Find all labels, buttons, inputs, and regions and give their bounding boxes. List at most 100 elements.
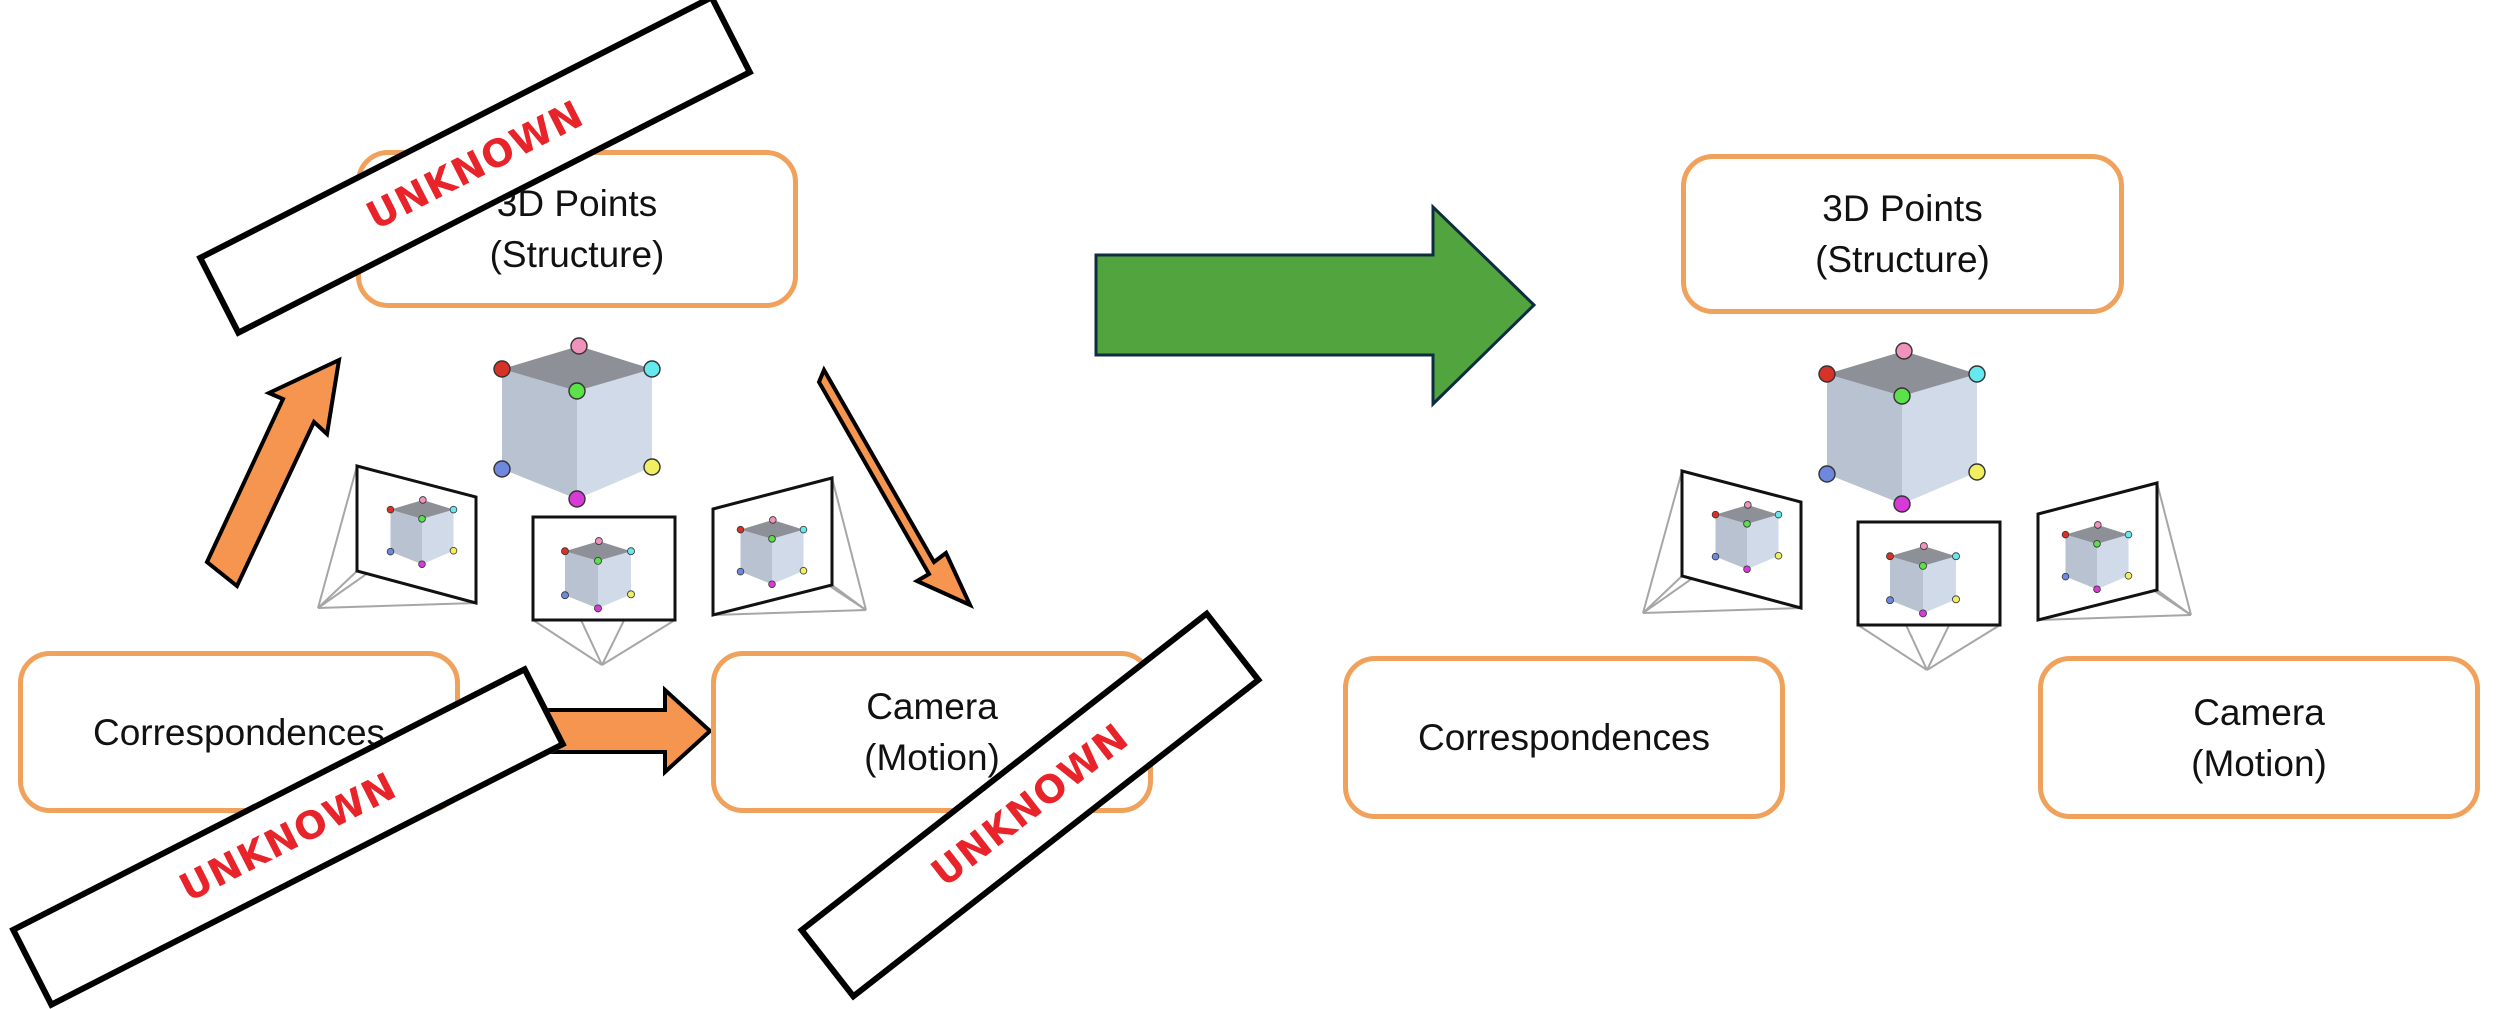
cube-left-face: [565, 551, 598, 609]
camera-layer: [317, 464, 2192, 671]
cube-corner-dot: [2124, 530, 2133, 539]
cube-right-face: [422, 509, 454, 565]
cube-corner-dot: [386, 547, 395, 556]
cube-corner-dot: [570, 337, 588, 355]
right-structure-box: 3D Points (Structure): [1681, 154, 2124, 314]
cube-left-face: [1715, 514, 1747, 570]
cube-corner-dot: [594, 556, 602, 565]
frustum-line: [601, 619, 676, 666]
cube-corner-dot: [568, 490, 586, 508]
cube-corner-dot: [419, 496, 427, 504]
cube-corner-dot: [1774, 510, 1783, 519]
cube-corner-dot: [2094, 521, 2102, 529]
frustum-line: [1926, 624, 2001, 671]
camera-center-cube: [561, 537, 635, 613]
cube-corner-dot: [1743, 565, 1751, 573]
cube-corner-dot: [643, 458, 661, 476]
cube-corner-dot: [1895, 342, 1913, 360]
cube-top-face: [502, 346, 652, 391]
cube-corner-dot: [493, 360, 511, 378]
right-correspondences-box: Correspondences: [1343, 656, 1785, 819]
cube-left-face: [740, 529, 772, 585]
cube-right-face: [772, 529, 804, 585]
cube-corner-dot: [1893, 387, 1911, 405]
frustum-line: [317, 465, 358, 609]
cube-corner-dot: [769, 516, 777, 524]
camera-left-cube: [1711, 501, 1783, 573]
frustum-line: [317, 602, 477, 609]
cube-corner-dot: [1919, 542, 1928, 550]
camera-right-cube: [736, 516, 808, 588]
right-correspondences-label: Correspondences: [1417, 717, 1711, 758]
cube-right-face: [2097, 534, 2129, 590]
left-camera-line1: Camera: [866, 686, 998, 727]
cube-layer: [493, 337, 1986, 513]
cube-corner-dot: [493, 460, 511, 478]
cube-corner-dot: [1711, 510, 1720, 519]
cube-corner-dot: [1968, 365, 1986, 383]
cube-corner-dot: [594, 537, 603, 545]
cube-right-face: [1747, 514, 1779, 570]
cube-right-face: [1902, 374, 1977, 504]
frustum-line: [2037, 614, 2192, 621]
cube-corner-dot: [418, 560, 426, 568]
frustum-line: [1642, 470, 1683, 614]
cube-left-face: [390, 509, 422, 565]
frustum-line: [831, 584, 867, 611]
left-camera-line2: (Motion): [864, 737, 1000, 778]
cube-corner-dot: [594, 604, 602, 613]
cube-corner-dot: [1893, 495, 1911, 513]
cube-corner-dot: [1774, 552, 1783, 560]
cube-top-face: [1827, 351, 1977, 396]
cube-top-face: [390, 499, 454, 519]
main-cube: [493, 337, 661, 508]
cube-left-face: [2065, 534, 2097, 590]
left-structure-line2: (Structure): [489, 234, 665, 275]
cube-top-face: [740, 519, 804, 539]
cube-corner-dot: [449, 505, 458, 514]
frustum-line: [2156, 482, 2192, 616]
cube-top-face: [565, 541, 631, 561]
cube-corner-dot: [418, 515, 426, 523]
cube-top-face: [1890, 546, 1956, 566]
cube-corner-dot: [1711, 552, 1720, 561]
main-cube: [1818, 342, 1986, 513]
cube-corner-dot: [736, 567, 745, 576]
cube-right-face: [577, 369, 652, 499]
cube-corner-dot: [768, 580, 776, 588]
right-structure-line2: (Structure): [1815, 239, 1990, 280]
frustum-line: [317, 570, 358, 609]
cube-corner-dot: [2061, 530, 2070, 539]
frustum-line: [2156, 589, 2192, 616]
frustum-line: [1642, 607, 1802, 614]
cube-corner-dot: [1919, 561, 1927, 570]
cube-corner-dot: [2093, 585, 2101, 593]
cube-corner-dot: [1968, 463, 1986, 481]
right-camera-box: Camera (Motion): [2038, 656, 2480, 819]
cube-corner-dot: [1886, 552, 1894, 561]
right-camera-line2: (Motion): [2191, 742, 2327, 784]
cube-corner-dot: [1952, 595, 1960, 604]
cube-corner-dot: [768, 535, 776, 543]
camera-center-cube: [1886, 542, 1960, 618]
arrow-structure-to-camera: [816, 365, 975, 610]
cube-corner-dot: [2061, 572, 2070, 581]
frustum-line: [1642, 575, 1683, 614]
cube-corner-dot: [386, 505, 395, 514]
camera-left-cube: [386, 496, 458, 568]
cube-corner-dot: [561, 591, 569, 600]
cube-left-face: [1827, 374, 1902, 504]
frustum-line: [831, 477, 867, 611]
cube-corner-dot: [1919, 609, 1927, 618]
frustum-line: [532, 619, 603, 666]
cube-top-face: [2065, 524, 2129, 544]
frustum-line: [712, 609, 867, 616]
cube-corner-dot: [568, 382, 586, 400]
cube-corner-dot: [627, 590, 635, 599]
cube-corner-dot: [643, 360, 661, 378]
frustum-line: [1857, 624, 1928, 671]
cube-corner-dot: [1818, 465, 1836, 483]
cube-corner-dot: [2093, 540, 2101, 548]
